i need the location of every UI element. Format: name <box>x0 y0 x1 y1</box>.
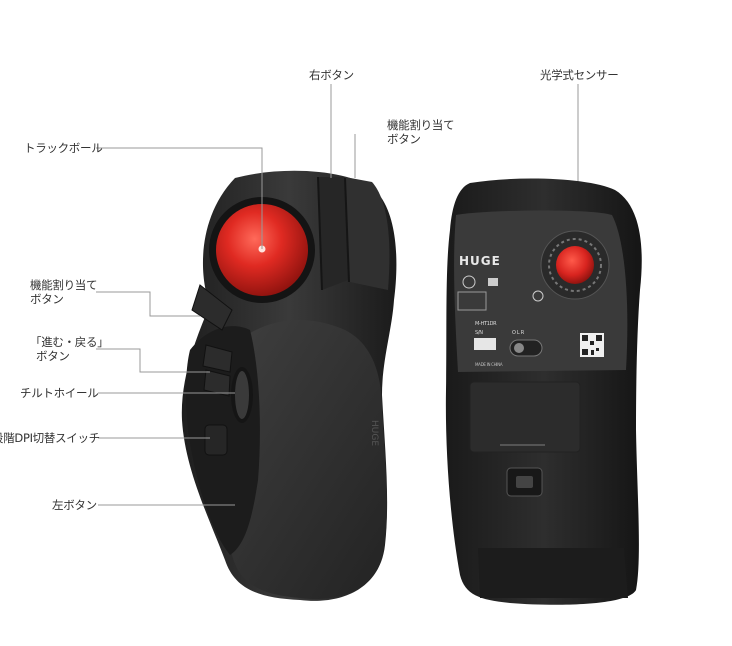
bottom-sn: S/N <box>475 330 483 336</box>
bottom-switch-marks: O L R <box>512 330 524 336</box>
label-assign-button-side-line1: 機能割り当て <box>30 278 98 292</box>
qr-code <box>580 333 604 357</box>
label-forward-back-line1: 「進む・戻る」 <box>30 335 109 349</box>
dpi-switch-shape <box>204 424 228 456</box>
label-assign-button-top-line2: ボタン <box>387 132 421 146</box>
label-dpi-switch: 段階DPI切替スイッチ <box>0 431 100 445</box>
bottom-made-in: MADE IN CHINA <box>475 362 503 367</box>
bottom-model: M-HT1DR <box>475 321 497 327</box>
label-optical-sensor: 光学式センサー <box>540 68 619 82</box>
svg-text:HUGE: HUGE <box>369 420 379 446</box>
leader-lines <box>96 84 579 506</box>
sn-label <box>474 338 496 350</box>
mouse-top-view: HUGE <box>181 170 397 601</box>
back-button-shape <box>203 369 231 397</box>
label-assign-button-side-line2: ボタン <box>30 292 64 306</box>
mouse-bottom-view <box>445 178 642 605</box>
bottom-brand: HUGE <box>459 254 501 268</box>
battery-cover <box>469 381 581 453</box>
label-trackball: トラックボール <box>24 141 103 155</box>
label-forward-back-line2: ボタン <box>36 349 70 363</box>
label-tilt-wheel: チルトホイール <box>20 386 99 400</box>
assign-button-top-shape <box>345 177 390 290</box>
right-button-shape <box>318 177 348 290</box>
label-assign-button-top-line1: 機能割り当て <box>387 118 455 132</box>
assign-button-side-shape <box>191 284 233 331</box>
label-right-button: 右ボタン <box>309 68 354 82</box>
forward-button-shape <box>202 344 233 373</box>
label-left-button: 左ボタン <box>52 498 97 512</box>
sensor-ball <box>556 246 594 284</box>
front-pad <box>478 548 628 598</box>
